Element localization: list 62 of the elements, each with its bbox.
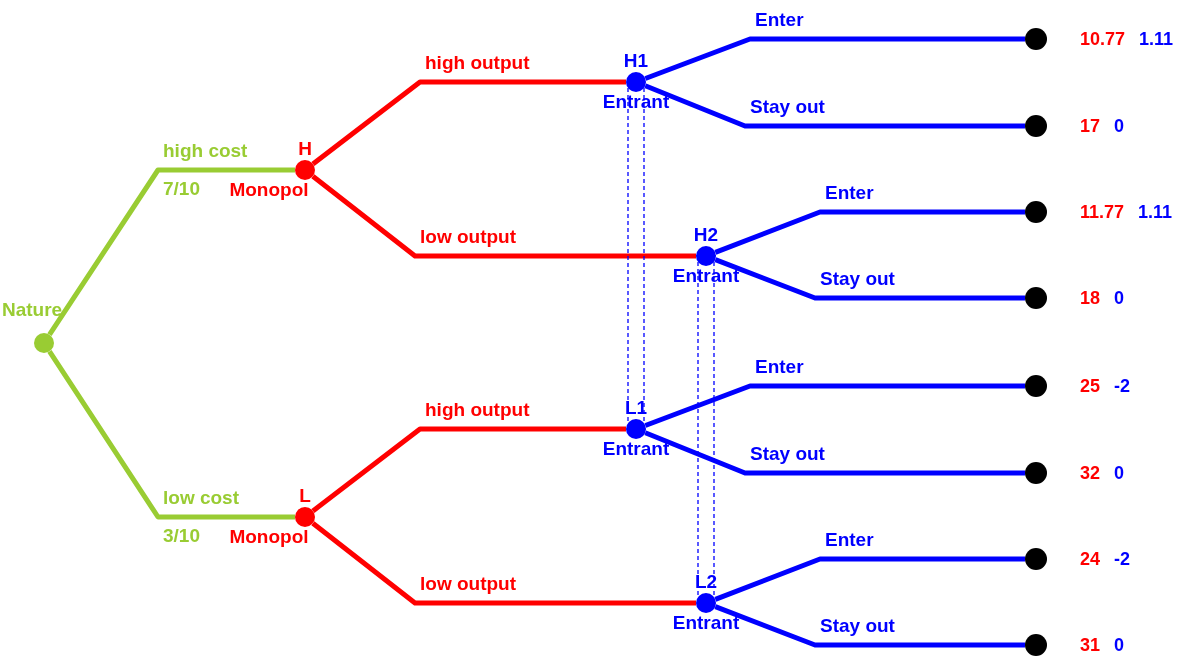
branch-line <box>47 167 295 337</box>
payoff-value: 10.77 <box>1080 28 1126 50</box>
terminal-node <box>1025 462 1047 484</box>
terminal-node <box>1025 287 1047 309</box>
payoff-value: 0 <box>1114 115 1125 137</box>
terminal-node <box>1025 115 1047 137</box>
player-label: Entrant <box>602 91 670 113</box>
node-name: H1 <box>623 50 649 72</box>
branch-line <box>714 604 1025 648</box>
player-label: Entrant <box>602 438 670 460</box>
decision-node <box>696 246 716 266</box>
information-set-line <box>627 87 645 424</box>
player-label: Monopol <box>229 526 309 548</box>
decision-node <box>295 507 315 527</box>
branch-line <box>644 430 1025 476</box>
payoff-value: -2 <box>1114 375 1131 397</box>
branch-line <box>644 383 1025 428</box>
decision-node <box>696 593 716 613</box>
payoff-value: 17 <box>1080 115 1101 137</box>
node-name: L <box>299 485 311 507</box>
payoff-value: 0 <box>1114 634 1125 656</box>
node-name: H2 <box>693 224 719 246</box>
decision-node <box>626 72 646 92</box>
payoff-value: 18 <box>1080 287 1101 309</box>
payoff-value: 24 <box>1080 548 1101 570</box>
payoff-value: 0 <box>1114 287 1125 309</box>
branch-line <box>714 556 1025 602</box>
decision-node <box>295 160 315 180</box>
terminal-node <box>1025 375 1047 397</box>
terminal-node <box>1025 634 1047 656</box>
chance-node <box>34 333 54 353</box>
terminal-node <box>1025 28 1047 50</box>
terminal-node <box>1025 548 1047 570</box>
payoff-value: -2 <box>1114 548 1131 570</box>
branch-line <box>47 350 295 520</box>
information-set-line <box>697 261 715 598</box>
probability-label: 3/10 <box>163 525 200 547</box>
payoff-value: 11.77 <box>1080 201 1125 223</box>
branch-line <box>311 521 696 606</box>
payoff-value: 25 <box>1080 375 1101 397</box>
payoff-value: 32 <box>1080 462 1101 484</box>
player-label: Monopol <box>229 179 309 201</box>
payoff-value: 1.11 <box>1138 201 1173 223</box>
branch-line <box>644 83 1025 129</box>
payoff-value: 0 <box>1114 462 1125 484</box>
probability-label: 7/10 <box>163 178 200 200</box>
node-name: L2 <box>694 571 718 593</box>
branch-line <box>311 426 626 513</box>
node-name: H <box>298 138 312 160</box>
payoff-value: 31 <box>1080 634 1101 656</box>
player-label: Entrant <box>672 265 740 287</box>
branch-line <box>311 79 626 166</box>
branch-line <box>311 174 696 259</box>
payoff-value: 1.11 <box>1139 28 1174 50</box>
terminal-node <box>1025 201 1047 223</box>
decision-node <box>626 419 646 439</box>
player-label: Nature <box>1 299 63 321</box>
branch-line <box>644 36 1025 81</box>
player-label: Entrant <box>672 612 740 634</box>
branch-line <box>714 257 1025 301</box>
branch-line <box>714 209 1025 255</box>
node-name: L1 <box>624 397 648 419</box>
